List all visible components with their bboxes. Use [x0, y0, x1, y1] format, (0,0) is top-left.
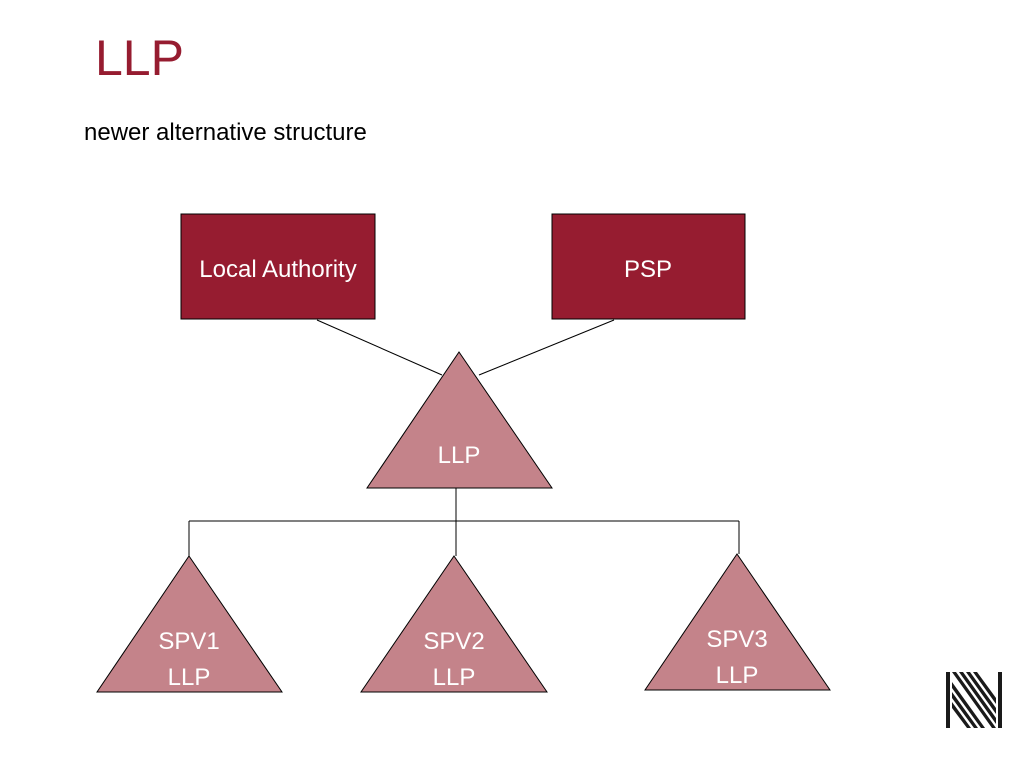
connector-psp-to-llp: [478, 319, 615, 376]
striped-n-logo-icon: [946, 672, 1002, 728]
psp-label: PSP: [624, 256, 672, 283]
spv3-triangle: [644, 553, 831, 691]
node-spv1: SPV1 LLP: [96, 555, 283, 693]
llp-label: LLP: [438, 442, 481, 469]
node-spv2: SPV2 LLP: [360, 555, 548, 693]
spv2-triangle: [360, 555, 548, 693]
local-authority-box: [180, 213, 376, 320]
spv3-label-line1: SPV3: [706, 626, 767, 653]
spv1-triangle: [96, 555, 283, 693]
connector-local-authority-to-llp: [316, 319, 443, 376]
spv1-label-line1: SPV1: [158, 628, 219, 655]
page-subtitle: newer alternative structure: [84, 119, 367, 146]
psp-box: [551, 213, 746, 320]
local-authority-label: Local Authority: [199, 256, 356, 283]
node-llp: LLP: [366, 351, 553, 489]
node-local-authority: Local Authority: [180, 213, 376, 320]
connector-lines: [188, 319, 740, 556]
node-psp: PSP: [551, 213, 746, 320]
spv3-label-line2: LLP: [716, 662, 759, 689]
node-spv3: SPV3 LLP: [644, 553, 831, 691]
llp-triangle: [366, 351, 553, 489]
spv1-label-line2: LLP: [168, 664, 211, 691]
spv2-label-line2: LLP: [433, 664, 476, 691]
page-title: LLP: [95, 30, 184, 86]
spv2-label-line1: SPV2: [423, 628, 484, 655]
